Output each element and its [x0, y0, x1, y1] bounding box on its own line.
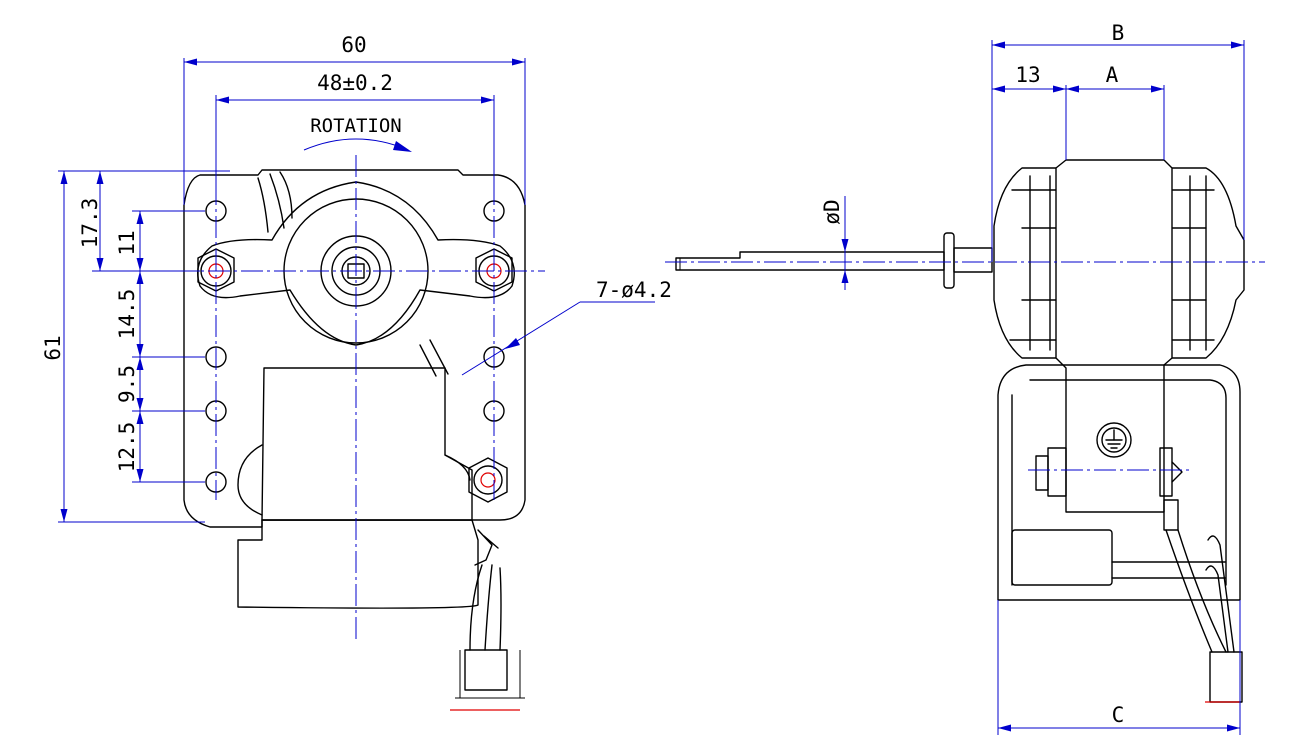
dim-C: C — [1112, 703, 1125, 727]
side-centerlines — [665, 261, 1265, 471]
front-dimensions — [58, 58, 655, 523]
dim-9-5: 9.5 — [115, 365, 139, 403]
center-bracket — [1055, 159, 1173, 513]
dim-hole-spacing: 48±0.2 — [317, 71, 393, 95]
dim-13: 13 — [1015, 63, 1040, 87]
dim-B: B — [1112, 21, 1125, 45]
dim-shaft-D: øD — [820, 199, 844, 224]
end-bell — [993, 167, 1245, 359]
ground-icon — [1096, 422, 1132, 458]
dim-A: A — [1106, 63, 1119, 87]
mounting-plate — [183, 169, 526, 528]
holes-callout: 7-ø4.2 — [596, 278, 672, 302]
front-centerlines — [175, 150, 545, 640]
lead-wires — [450, 529, 525, 711]
dim-height-61: 61 — [41, 335, 65, 360]
dim-11: 11 — [115, 230, 139, 255]
dim-width-60: 60 — [341, 33, 366, 57]
dim-17-3: 17.3 — [78, 198, 102, 249]
rotation-label: ROTATION — [310, 115, 402, 137]
side-view: B 13 A øD C — [665, 21, 1265, 735]
coil-housing — [261, 367, 473, 521]
dim-14-5: 14.5 — [115, 289, 139, 340]
side-dimensions — [841, 40, 1245, 735]
side-lead-wires — [1163, 499, 1243, 703]
dim-12-5: 12.5 — [115, 422, 139, 473]
front-view: 60 48±0.2 ROTATION 7-ø4.2 17.3 11 14.5 9… — [41, 33, 672, 711]
motor-shaft — [675, 232, 993, 289]
coil-lower-block — [237, 519, 479, 609]
